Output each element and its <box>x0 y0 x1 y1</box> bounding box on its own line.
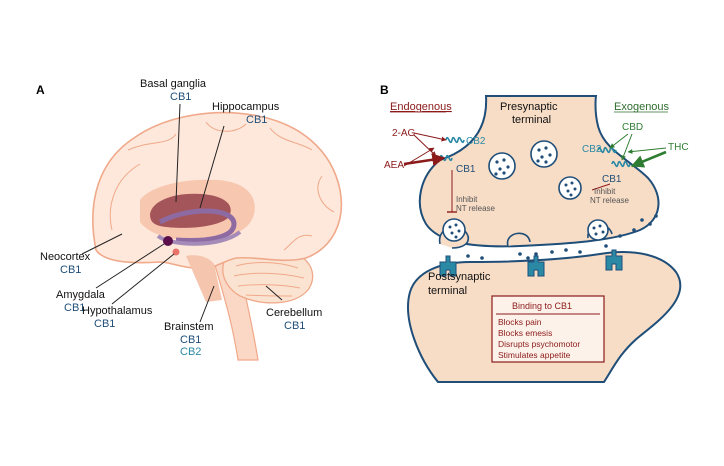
amygdala-shape <box>163 236 173 246</box>
vesicle <box>488 152 516 180</box>
label-thc: THC <box>668 142 689 153</box>
vesicle <box>530 140 558 168</box>
label-aea: AEA <box>384 160 404 171</box>
cerebellum-shape <box>222 248 314 304</box>
exogenous-arrows <box>609 133 667 168</box>
label-basal-ganglia-cb1: CB1 <box>170 91 191 103</box>
panel-a-brain: A <box>36 78 343 361</box>
label-cb2-right: CB2 <box>582 144 602 155</box>
label-hypothalamus: Hypothalamus <box>82 305 153 317</box>
label-brainstem-cb2: CB2 <box>180 346 201 358</box>
label-inhibit-right-2: NT release <box>590 196 630 205</box>
label-neocortex-cb1: CB1 <box>60 264 81 276</box>
binding-effect: Stimulates appetite <box>498 350 571 360</box>
vesicle <box>558 176 582 200</box>
vesicle <box>587 219 609 241</box>
label-amygdala-cb1: CB1 <box>64 302 85 314</box>
binding-effect: Blocks pain <box>498 317 542 327</box>
hippocampus-inner <box>156 230 242 246</box>
postsynaptic-receptors <box>439 249 623 277</box>
label-cbd: CBD <box>622 122 643 133</box>
label-postsynaptic-1: Postsynaptic <box>428 271 491 283</box>
panel-b-synapse: B <box>380 83 689 383</box>
label-brainstem-cb1: CB1 <box>180 334 201 346</box>
label-presynaptic-1: Presynaptic <box>500 101 558 113</box>
brainstem-shape <box>186 255 222 302</box>
label-presynaptic-2: terminal <box>512 114 551 126</box>
label-cb1-left: CB1 <box>456 164 476 175</box>
label-basal-ganglia: Basal ganglia <box>140 78 207 90</box>
label-brainstem: Brainstem <box>164 321 214 333</box>
label-postsynaptic-2: terminal <box>428 285 467 297</box>
brain-gyri <box>109 121 335 251</box>
label-hippocampus: Hippocampus <box>212 101 280 113</box>
label-cb2-left: CB2 <box>466 136 486 147</box>
binding-effect: Blocks emesis <box>498 328 552 338</box>
label-cerebellum-cb1: CB1 <box>284 320 305 332</box>
hypothalamus-shape <box>172 248 180 256</box>
label-2-ag: 2-AG <box>392 128 416 139</box>
vesicles <box>442 140 609 242</box>
label-endogenous: Endogenous <box>390 101 452 113</box>
binding-box: Binding to CB1 Blocks pain Blocks emesis… <box>491 295 605 363</box>
leader-lines <box>81 103 283 323</box>
label-inhibit-left-1: Inhibit <box>456 195 478 204</box>
label-inhibit-right-1: Inhibit <box>594 187 616 196</box>
label-hypothalamus-cb1: CB1 <box>94 318 115 330</box>
binding-effect: Disrupts psychomotor <box>498 339 580 349</box>
inhibit-right-line <box>591 183 611 191</box>
label-inhibit-left-2: NT release <box>456 204 496 213</box>
label-hippocampus-cb1: CB1 <box>246 114 267 126</box>
panel-b-label: B <box>380 83 389 97</box>
label-neocortex: Neocortex <box>40 251 91 263</box>
label-cb1-right: CB1 <box>602 174 622 185</box>
hippocampus-shape <box>158 208 237 243</box>
panel-a-label: A <box>36 83 45 97</box>
neurotransmitters <box>466 214 658 260</box>
vesicle <box>442 218 466 242</box>
endogenous-arrows <box>403 132 447 167</box>
label-exogenous: Exogenous <box>614 101 670 113</box>
binding-box-title: Binding to CB1 <box>512 301 572 311</box>
label-amygdala: Amygdala <box>56 289 106 301</box>
label-cerebellum: Cerebellum <box>266 307 322 319</box>
